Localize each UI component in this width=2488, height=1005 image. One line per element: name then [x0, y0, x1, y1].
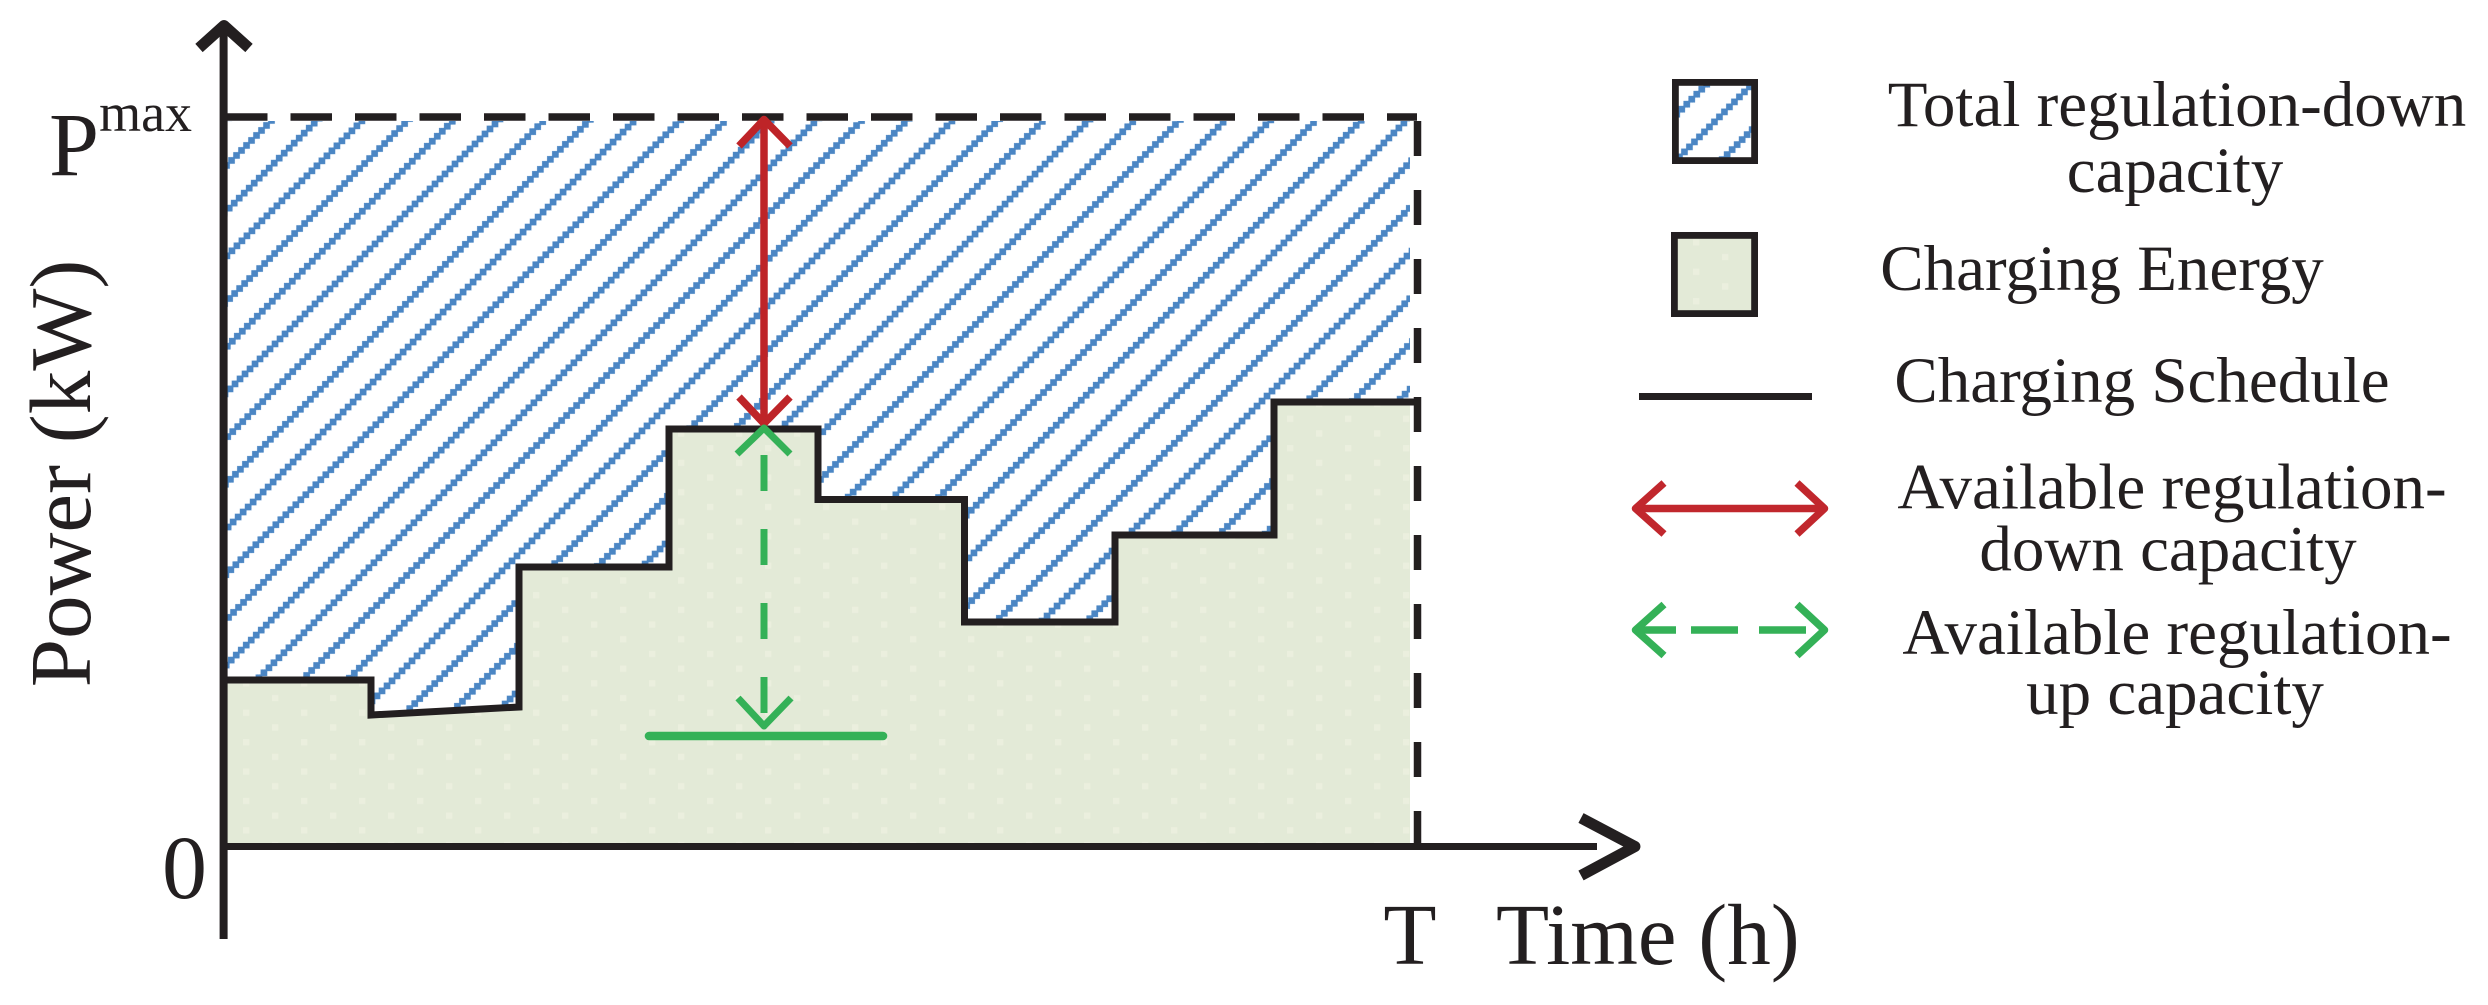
svg-text:up capacity: up capacity	[2026, 657, 2324, 729]
svg-text:Charging Schedule: Charging Schedule	[1894, 345, 2389, 417]
svg-text:0: 0	[162, 819, 207, 918]
svg-text:Time (h): Time (h)	[1496, 886, 1800, 983]
svg-text:Charging Energy: Charging Energy	[1880, 233, 2324, 305]
svg-text:T: T	[1383, 886, 1436, 983]
svg-text:Power (kW): Power (kW)	[12, 260, 109, 688]
svg-text:down capacity: down capacity	[1979, 514, 2357, 586]
svg-text:Pmax: Pmax	[49, 83, 192, 195]
svg-text:capacity: capacity	[2067, 135, 2284, 207]
svg-text:Available regulation-: Available regulation-	[1902, 597, 2451, 669]
svg-text:Available regulation-: Available regulation-	[1897, 452, 2446, 524]
svg-text:Total regulation-down: Total regulation-down	[1888, 69, 2467, 141]
